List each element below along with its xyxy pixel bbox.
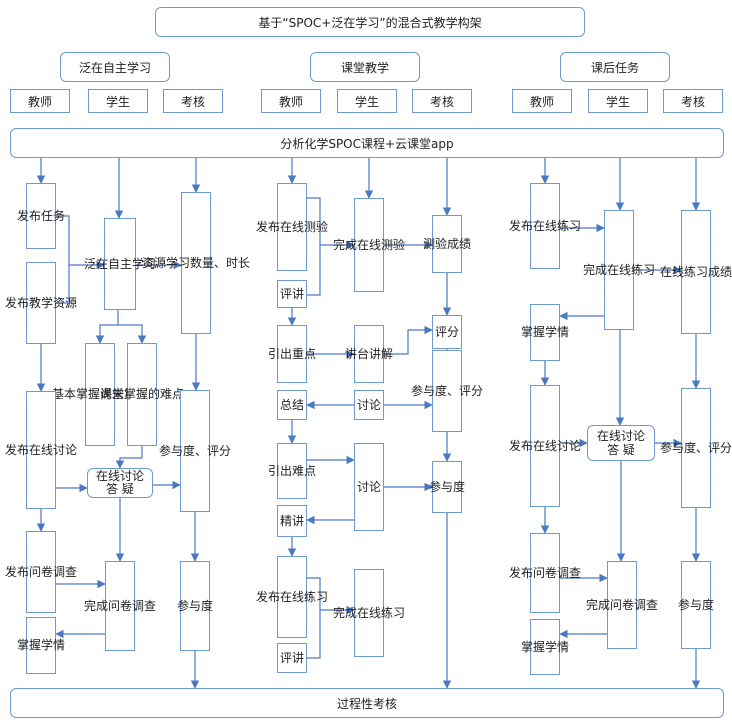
summary-box: 总结	[277, 390, 307, 420]
lead-difficulties-box: 引出难点	[268, 443, 316, 499]
complete-practice-box-1: 完成在线练习	[333, 569, 405, 657]
lead-key-points-box: 引出重点	[268, 325, 316, 383]
publish-discussion-box: 发布在线讨论	[5, 391, 77, 509]
role-assessment-1: 考核	[163, 89, 223, 113]
connector-arrow	[307, 197, 321, 296]
participation-box-1: 参与度	[177, 561, 213, 651]
grasp-situation-box-1: 掌握学情	[17, 617, 65, 674]
diagram-title: 基于“SPOC+泛在学习”的混合式教学构架	[155, 7, 585, 37]
role-teacher-2: 教师	[261, 89, 321, 113]
publish-practice-box-2: 发布在线练习	[509, 183, 581, 269]
comment-box-1: 评讲	[277, 280, 307, 308]
connector-arrow	[115, 446, 143, 469]
role-student-1: 学生	[88, 89, 148, 113]
process-assessment-bar: 过程性考核	[10, 688, 724, 718]
online-discussion-qa-box-1: 在线讨论 答 疑	[87, 468, 153, 498]
self-study-box: 泛在自主学习	[84, 218, 156, 310]
connector-arrow	[95, 310, 119, 344]
comment-box-2: 评讲	[277, 643, 307, 673]
discussion-box-1: 讨论	[354, 390, 384, 420]
publish-survey-box-1: 发布问卷调查	[5, 531, 77, 613]
connector-arrow	[118, 324, 147, 344]
unmastered-points-box: 尚未掌握的难点	[100, 343, 184, 446]
discussion-box-2: 讨论	[354, 443, 384, 531]
mastered-points-box: 基本掌握课堂重点	[52, 343, 148, 446]
complete-practice-box-2: 完成在线练习	[583, 210, 655, 330]
participation-score-box-3: 参与度、评分	[660, 388, 732, 508]
intensive-explain-box: 精讲	[277, 505, 307, 537]
publish-survey-box-2: 发布问卷调查	[509, 533, 581, 613]
role-student-3: 学生	[588, 89, 648, 113]
role-teacher-3: 教师	[512, 89, 572, 113]
score-box: 评分	[432, 315, 462, 349]
complete-survey-box-1: 完成问卷调查	[84, 561, 156, 651]
practice-score-box: 在线练习成绩	[660, 210, 732, 334]
participation-box-3: 参与度	[678, 561, 714, 649]
platform-bar: 分析化学SPOC课程+云课堂app	[10, 128, 724, 158]
phase-in-class: 课堂教学	[310, 52, 420, 82]
complete-test-box: 完成在线测验	[333, 198, 405, 292]
connector-arrow	[56, 215, 105, 270]
test-score-box: 测验成绩	[423, 215, 471, 273]
connector-arrow	[307, 577, 321, 659]
grasp-situation-box-3: 掌握学情	[521, 619, 569, 675]
publish-practice-box-1: 发布在线练习	[256, 556, 328, 638]
participation-score-box-1: 参与度、评分	[159, 390, 231, 512]
publish-resources-box: 发布教学资源	[5, 262, 77, 344]
connector-arrow	[384, 325, 433, 355]
publish-task-box: 发布任务	[17, 183, 65, 249]
connector-arrow	[56, 265, 70, 304]
grasp-situation-box-2: 掌握学情	[521, 304, 569, 361]
participation-score-box-2: 参与度、评分	[411, 350, 483, 432]
publish-discussion-box-2: 发布在线讨论	[509, 385, 581, 507]
role-assessment-3: 考核	[663, 89, 723, 113]
role-student-2: 学生	[337, 89, 397, 113]
phase-after-class: 课后任务	[560, 52, 670, 82]
podium-explain-box: 讲台讲解	[345, 325, 393, 383]
online-discussion-qa-box-2: 在线讨论 答 疑	[587, 425, 655, 461]
phase-pre-class: 泛在自主学习	[60, 52, 170, 82]
role-assessment-2: 考核	[412, 89, 472, 113]
study-stats-box: 资源学习数量、时长	[142, 192, 250, 334]
complete-survey-box-2: 完成问卷调查	[586, 561, 658, 649]
participation-box-2: 参与度	[429, 461, 465, 513]
role-teacher-1: 教师	[10, 89, 70, 113]
publish-test-box: 发布在线测验	[256, 183, 328, 271]
